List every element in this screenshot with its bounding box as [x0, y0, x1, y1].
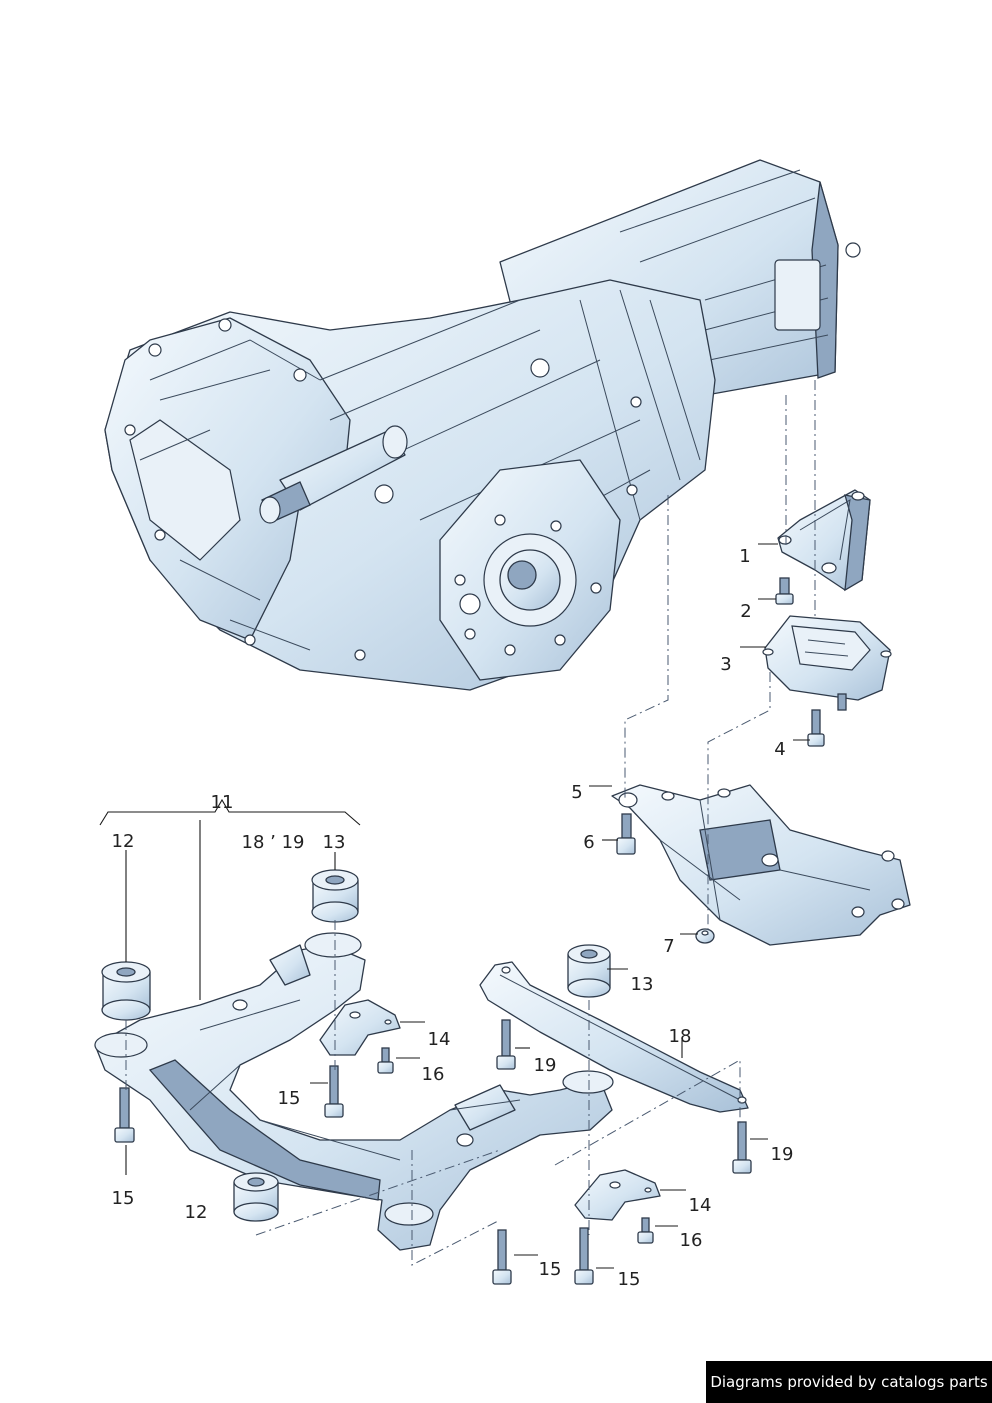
bushing-13-top — [311, 869, 359, 923]
callout-15-bottom-b: 15 — [618, 1269, 641, 1290]
callout-18: 18 — [669, 1026, 692, 1047]
callout-2: 2 — [740, 601, 751, 622]
subframe — [94, 932, 614, 1251]
callout-13-top: 13 — [323, 832, 346, 853]
footer-credit-text: Diagrams provided by catalogs parts — [710, 1373, 988, 1391]
side-flange — [439, 459, 621, 681]
callout-5: 5 — [571, 782, 582, 803]
callout-14-lower: 14 — [689, 1195, 712, 1216]
bracket-14-upper — [319, 999, 401, 1056]
bracket-14-lower — [574, 1169, 661, 1221]
callout-3: 3 — [720, 654, 731, 675]
bolt-4 — [807, 709, 825, 747]
callout-12-top: 12 — [112, 831, 135, 852]
callout-19-right: 19 — [771, 1144, 794, 1165]
callout-7: 7 — [663, 936, 674, 957]
callout-13-right: 13 — [631, 974, 654, 995]
bushing-13-right — [567, 944, 611, 998]
bolt-2 — [775, 577, 794, 605]
callout-12-bottom: 12 — [185, 1202, 208, 1223]
callout-19-left: 19 — [534, 1055, 557, 1076]
callout-1: 1 — [739, 546, 750, 567]
brace-18 — [479, 961, 749, 1113]
callout-16-lower: 16 — [680, 1230, 703, 1251]
mount-assembly-lines — [624, 380, 816, 935]
callout-15-bottom-a: 15 — [539, 1259, 562, 1280]
bolt-6 — [616, 813, 636, 855]
gearbox-support-crossmember — [611, 784, 911, 946]
nut-7 — [695, 928, 715, 944]
footer-credit-badge: Diagrams provided by catalogs parts — [706, 1361, 992, 1403]
transmission-assembly — [104, 159, 861, 691]
output-shaft — [259, 425, 408, 524]
leader-lines — [99, 543, 810, 1269]
callout-14-upper: 14 — [428, 1029, 451, 1050]
callout-16-upper: 16 — [422, 1064, 445, 1085]
upper-mount-bracket — [777, 489, 871, 592]
callout-6: 6 — [583, 832, 594, 853]
gearbox-mount-rubber — [762, 615, 892, 711]
subframe-assembly-lines — [125, 920, 741, 1266]
callout-15-mid: 15 — [278, 1088, 301, 1109]
callout-15-left: 15 — [112, 1188, 135, 1209]
subframe-bolts — [114, 1019, 752, 1285]
bushing-12-left — [101, 961, 151, 1021]
bushing-12-bottom — [233, 1172, 279, 1222]
callout-labels: 1 2 3 4 5 6 7 11 12 18 ’ 19 13 13 18 14 … — [112, 546, 794, 1290]
callout-11: 11 — [211, 792, 234, 813]
callout-18-19: 18 ’ 19 — [242, 832, 305, 853]
callout-4: 4 — [774, 739, 785, 760]
